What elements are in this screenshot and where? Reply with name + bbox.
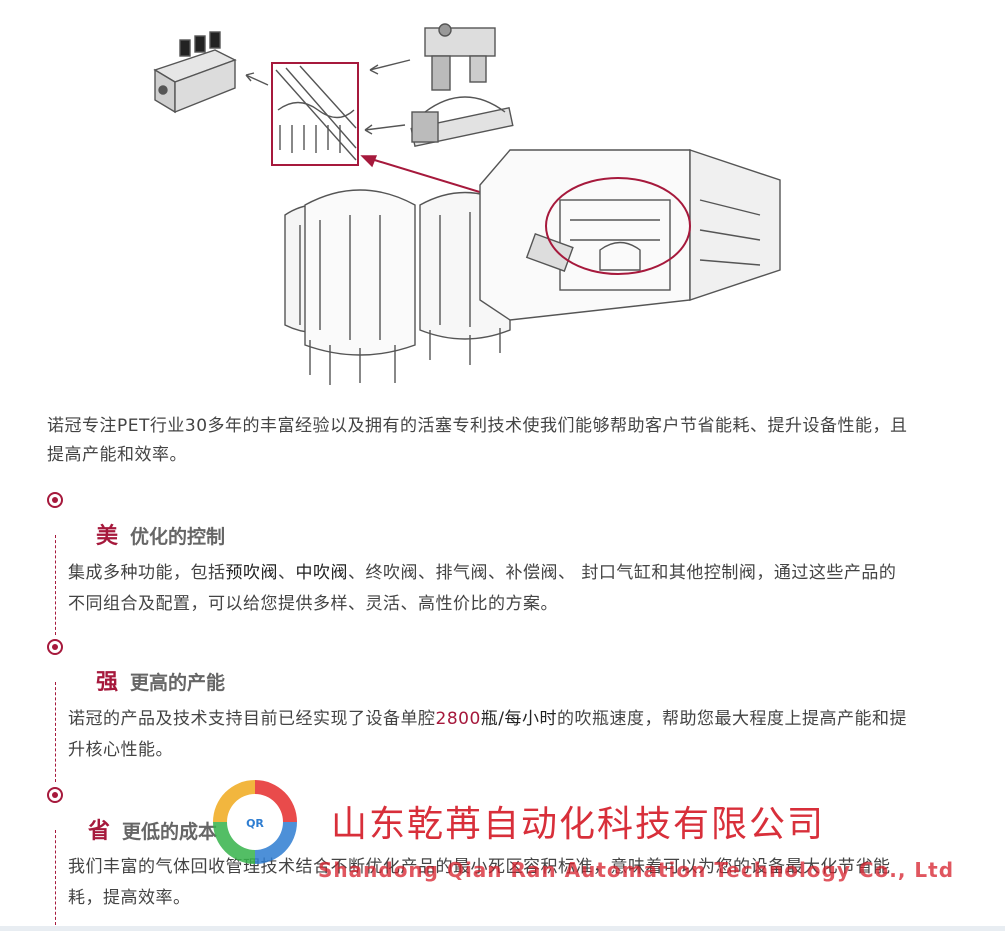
section-divider-line bbox=[55, 682, 56, 782]
intro-paragraph: 诺冠专注PET行业30多年的丰富经验以及拥有的活塞专利技术使我们能够帮助客户节省… bbox=[47, 416, 908, 465]
section-marker-icon bbox=[47, 492, 63, 508]
section-marker-icon bbox=[47, 639, 63, 655]
section-divider-line bbox=[55, 830, 56, 925]
body-text-emphasis: 中吹阀 bbox=[295, 563, 348, 583]
section-body: 诺冠的产品及技术支持目前已经实现了设备单腔2800瓶/每小时的吹瓶速度，帮助您最… bbox=[68, 704, 908, 766]
section-title: 省更低的成本 bbox=[88, 813, 217, 845]
body-text: 集成多种功能，包括 bbox=[68, 563, 226, 583]
section-badge: 美 bbox=[96, 524, 119, 549]
watermark-company-en: Shandong Qian Ran Automation Technology … bbox=[318, 858, 955, 882]
blow-molding-machine-icon bbox=[479, 149, 781, 321]
cylinder-icon bbox=[410, 96, 514, 148]
machine-illustration bbox=[153, 23, 781, 385]
valve-assembly-icon bbox=[424, 23, 496, 91]
section-heading: 更低的成本 bbox=[122, 821, 218, 843]
section-heading: 更高的产能 bbox=[130, 672, 226, 694]
valve-block-icon bbox=[153, 31, 237, 114]
body-text-emphasis: 预吹阀 bbox=[225, 563, 278, 583]
section-marker-icon bbox=[47, 787, 63, 803]
section-divider-line bbox=[55, 535, 56, 635]
section-body: 我们丰富的气体回收管理技术结合不断优化产品的最小死区容积标准，意味着可以为您的设… bbox=[68, 857, 891, 908]
section-title: 强更高的产能 bbox=[96, 664, 225, 696]
section-badge: 强 bbox=[96, 670, 119, 695]
body-text: 、终吹阀、排气阀、补偿阀、 封口气缸和其他控制阀，通过这些产品的不同组合及配置，… bbox=[68, 563, 897, 614]
section-body: 集成多种功能，包括预吹阀、中吹阀、终吹阀、排气阀、补偿阀、 封口气缸和其他控制阀… bbox=[68, 558, 908, 620]
watermark-company-cn: 山东乾苒自动化科技有限公司 bbox=[331, 804, 826, 845]
body-text: 的吹瓶速度，帮助您最大程度上提高产能和提升核心性能。 bbox=[68, 709, 907, 760]
section-heading: 优化的控制 bbox=[130, 526, 226, 548]
body-text: 、 bbox=[278, 563, 296, 583]
page-bottom-divider bbox=[0, 926, 1005, 931]
company-logo-icon: QR bbox=[213, 780, 297, 864]
body-text: 诺冠的产品及技术支持目前已经实现了设备单腔 bbox=[68, 709, 436, 729]
section-title: 美优化的控制 bbox=[96, 518, 225, 550]
logo-text: QR bbox=[246, 817, 264, 830]
tank-icon bbox=[284, 189, 511, 385]
speed-unit: 瓶/每小时 bbox=[480, 709, 557, 729]
section-badge: 省 bbox=[88, 819, 111, 844]
speed-value: 2800 bbox=[435, 709, 481, 729]
